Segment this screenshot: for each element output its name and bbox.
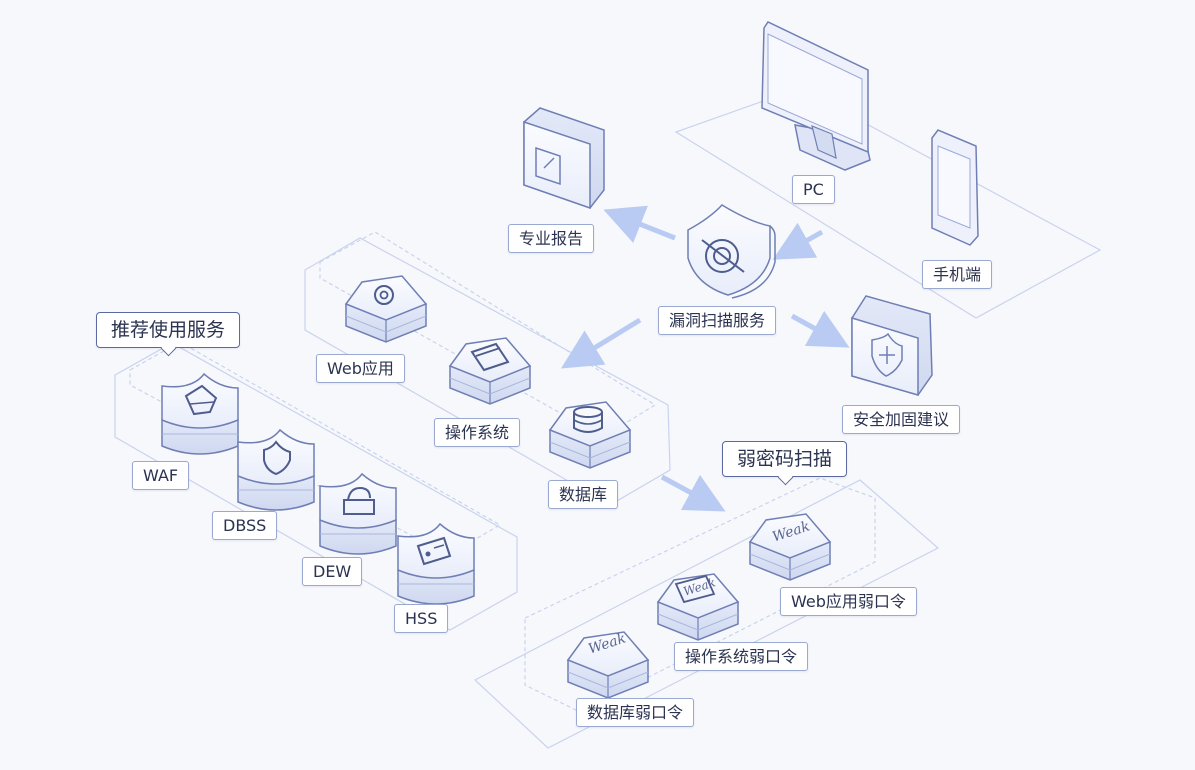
label-waf: WAF [132,461,190,490]
phone-icon [931,129,979,246]
weak-db-block [567,631,649,699]
label-web-weak: Web应用弱口令 [780,587,917,616]
arrow-to-weak [660,474,726,512]
label-pc: PC [792,175,835,204]
arrow-to-assets [560,317,642,369]
weak-web-block [749,513,831,581]
shield-plus-icon [851,295,933,396]
dbss-shield-icon [237,429,315,511]
weak-os-block [657,573,739,641]
label-report: 专业报告 [508,224,595,253]
label-database: 数据库 [548,480,619,509]
hss-card-icon [397,523,475,605]
platform-weak [473,477,940,749]
arrow-to-advice [790,310,850,348]
waf-shield-icon [161,373,239,455]
database-icon [549,401,631,469]
label-dbss: DBSS [212,511,278,540]
label-os: 操作系统 [434,418,521,447]
label-weak-password-scan: 弱密码扫描 [722,441,848,477]
scan-shield-icon [687,204,776,299]
dew-lock-icon [319,473,397,555]
report-icon [523,107,605,210]
label-hss: HSS [394,604,449,633]
label-db-weak: 数据库弱口令 [576,698,695,727]
flow-arrows [560,205,850,512]
platform-devices [674,87,1102,319]
gear-icon [345,275,427,343]
arrow-to-report [603,205,676,243]
label-mobile: 手机端 [922,260,993,289]
label-web-app: Web应用 [316,354,405,383]
label-os-weak: 操作系统弱口令 [674,642,809,671]
label-recommend: 推荐使用服务 [96,312,241,348]
platform-assets [304,231,671,506]
label-scan-service: 漏洞扫描服务 [658,306,777,335]
monitor-icon [761,21,871,171]
label-dew: DEW [302,557,363,586]
label-advice: 安全加固建议 [842,405,961,434]
arrow-to-scan [772,222,824,260]
window-icon [449,337,531,405]
